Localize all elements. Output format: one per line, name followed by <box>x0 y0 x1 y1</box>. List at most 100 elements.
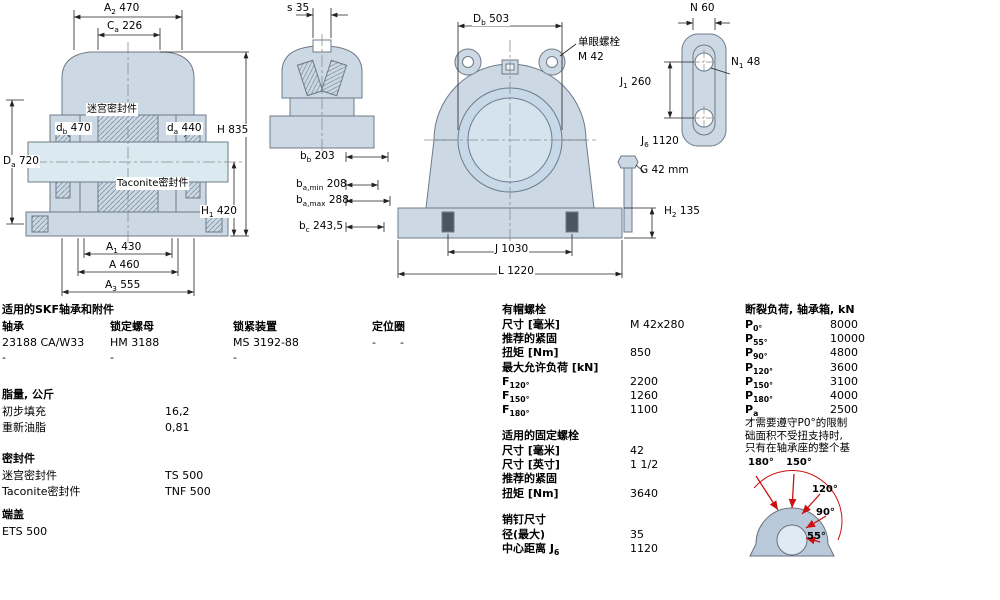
breaking-load-title: 断裂负荷, 轴承箱, kN <box>745 303 855 316</box>
load-note-line: 才需要遵守P0°的限制 <box>745 417 848 430</box>
bearings-row-2: - - - <box>2 351 482 367</box>
seals-row: 迷宫密封件 TS 500 <box>2 469 262 485</box>
row-label: F180° <box>502 403 530 419</box>
dim-h: H 835 <box>216 124 250 137</box>
seals-row: Taconite密封件 TNF 500 <box>2 485 262 501</box>
load-row: P120° 3600 <box>745 360 995 376</box>
seals-title: 密封件 <box>2 452 35 465</box>
spec-row: F120°2200 <box>502 374 722 390</box>
dim-a3: A3 555 <box>105 279 141 294</box>
spec-row: F150° 1260 <box>502 388 722 405</box>
grease-title: 脂量, 公斤 <box>2 388 55 401</box>
row-label: P180° <box>745 388 773 405</box>
dim-ba-max: ba,max 288 <box>296 194 349 209</box>
angle-label-90: 90° <box>816 507 835 518</box>
dim-g: G 42 mm <box>640 164 689 176</box>
bearings-title: 适用的SKF轴承和附件 <box>2 303 114 316</box>
row-value: 3640 <box>630 486 658 500</box>
cell: - <box>372 335 376 349</box>
dim-s: s 35 <box>287 2 310 14</box>
row-value: 2200 <box>630 374 658 388</box>
base-slot-right <box>565 211 579 233</box>
bolt-pattern-drawing <box>664 18 731 147</box>
labyrinth-seal-label: 迷宫密封件 <box>86 103 138 116</box>
side-section-drawing <box>269 8 391 232</box>
seals-section: 密封件 迷宫密封件 TS 500 Taconite密封件 TNF 500 <box>2 452 262 500</box>
dim-j6: J6 1120 <box>641 135 679 150</box>
dimension-lines <box>296 8 391 232</box>
row-label: 尺寸 [毫米] <box>502 318 560 331</box>
row-label: 迷宫密封件 <box>2 469 57 482</box>
angle-label-180: 180° <box>748 457 774 468</box>
row-value: TS 500 <box>165 469 204 482</box>
fixing-bolt-head <box>617 155 639 169</box>
dim-l: L 1220 <box>497 265 535 278</box>
row-value: M 42x280 <box>630 318 685 331</box>
hole-centerlines <box>692 50 716 130</box>
spec-row: 扭矩 [Nm]3640 <box>502 487 722 501</box>
cell: - <box>400 335 404 349</box>
row-value: 16,2 <box>165 405 190 418</box>
row-label: P90° <box>745 346 768 362</box>
dim-n1: N1 48 <box>731 56 761 71</box>
dim-ca: Ca 226 <box>107 20 143 35</box>
dim-ba-min: ba,min 208 <box>296 178 347 193</box>
taconite-seal-label: Taconite密封件 <box>116 177 190 190</box>
row-value: 8000 <box>830 318 858 331</box>
angle-label-55: 55° <box>807 531 826 542</box>
row-label: F150° <box>502 388 530 405</box>
row-value: ETS 500 <box>2 525 48 538</box>
center-lines <box>424 40 596 250</box>
row-label: 重新油脂 <box>2 420 46 434</box>
row-value: 1 1/2 <box>630 458 659 472</box>
row-label: P0° <box>745 318 763 334</box>
fixing-bolts-title: 适用的固定螺栓 <box>502 429 579 442</box>
load-note-line: 础面积不受扭支持时, <box>745 429 843 442</box>
dim-h1: H1 420 <box>200 205 238 220</box>
row-value: 1260 <box>630 388 658 402</box>
spec-row: 最大允许负荷 [kN] <box>502 361 722 375</box>
dimension-lines <box>6 10 249 296</box>
load-row: P90°4800 <box>745 346 995 362</box>
fixing-bolt-shaft <box>623 167 633 233</box>
row-label: P120° <box>745 360 773 376</box>
load-row: P180°4000 <box>745 388 995 405</box>
spec-row: 尺寸 [毫米] M 42x280 <box>502 318 722 332</box>
load-angle-diagram <box>749 470 843 557</box>
row-value: 3600 <box>830 360 858 374</box>
dim-bc: bc 243,5 <box>299 220 344 235</box>
dim-h2: H2 135 <box>664 205 700 220</box>
row-label: 径(最大) <box>502 528 546 541</box>
base-slot-left <box>441 211 455 233</box>
bearings-row-1: 23188 CA/W33 HM 3188 MS 3192-88 - - <box>2 336 482 352</box>
row-value: 35 <box>630 528 644 541</box>
spec-row: 扭矩 [Nm]850 <box>502 346 722 360</box>
load-row: P0° 8000 <box>745 318 995 334</box>
col-header: 锁紧装置 <box>233 320 277 333</box>
dim-j1: J1 260 <box>620 76 652 91</box>
load-note-line: 只有在轴承座的整个基 <box>745 441 850 454</box>
dimension-lines <box>664 18 731 119</box>
cell: 23188 CA/W33 <box>2 335 85 349</box>
angle-label-120: 120° <box>812 484 838 495</box>
dim-a1: A1 430 <box>106 241 142 256</box>
eyebolt-label: 单眼螺栓 <box>578 36 620 48</box>
end-cover-section: 端盖 ETS 500 <box>2 508 202 541</box>
dim-da: da 440 <box>166 122 203 137</box>
row-value: 3100 <box>830 374 858 388</box>
grease-row: 重新油脂 0,81 <box>2 421 262 437</box>
col-header: 定位圈 <box>372 320 405 333</box>
load-row: P150°3100 <box>745 374 995 390</box>
grease-row: 初步填充 16,2 <box>2 405 262 421</box>
housing-front-body <box>397 48 639 239</box>
row-value: 10000 <box>830 332 865 346</box>
cell: - <box>2 351 6 365</box>
row-label: 尺寸 [毫米] <box>502 444 560 457</box>
dim-j: J 1030 <box>494 243 530 256</box>
cell: MS 3192-88 <box>233 335 299 349</box>
row-label: 推荐的紧固 <box>502 472 557 486</box>
attachment-bolts-section: 有帽螺栓 尺寸 [毫米]M 42x280 推荐的紧固 扭矩 [Nm]850 最大… <box>502 303 722 419</box>
spec-row: 推荐的紧固 <box>502 332 722 346</box>
col-header: 锁定螺母 <box>110 320 154 333</box>
